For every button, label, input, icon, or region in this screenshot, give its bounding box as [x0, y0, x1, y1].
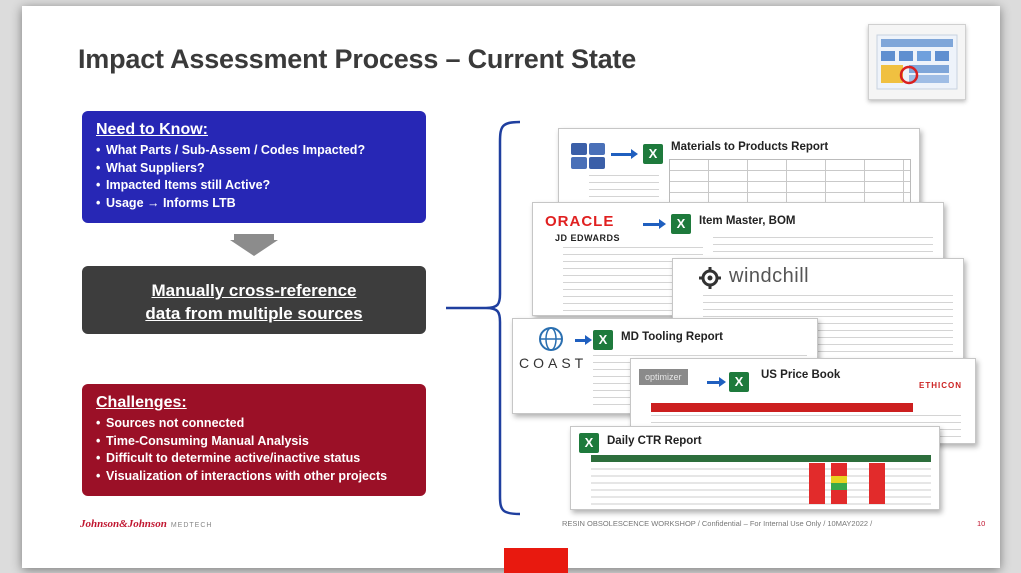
arrow-icon	[707, 377, 726, 387]
list-item: Visualization of interactions with other…	[96, 468, 412, 486]
manual-cross-reference-box: Manually cross-reference data from multi…	[82, 266, 426, 334]
list-item: Sources not connected	[96, 415, 412, 433]
daily-ctr-card: X Daily CTR Report	[570, 426, 940, 510]
item-master-title: Item Master, BOM	[699, 215, 796, 227]
page-number: 10	[977, 519, 986, 528]
optimizer-logo: optimizer	[639, 369, 688, 385]
logo-text: Johnson&Johnson	[80, 518, 167, 530]
ctr-table	[591, 455, 931, 505]
down-arrow-icon	[230, 234, 278, 256]
need-to-know-box: Need to Know: What Parts / Sub-Assem / C…	[82, 111, 426, 223]
jd-edwards-logo: JD EDWARDS	[555, 233, 621, 243]
report-table	[669, 159, 911, 209]
need-to-know-list: What Parts / Sub-Assem / Codes Impacted?…	[96, 142, 412, 212]
challenges-heading: Challenges:	[96, 394, 187, 411]
arrow-icon	[611, 149, 638, 159]
windchill-gear-icon	[699, 267, 721, 289]
excel-icon: X	[671, 214, 691, 234]
challenges-box: Challenges: Sources not connected Time-C…	[82, 384, 426, 496]
excel-icon: X	[579, 433, 599, 453]
us-price-book-title: US Price Book	[761, 369, 841, 381]
list-item: Usage → Informs LTB	[96, 195, 412, 213]
windchill-logo: windchill	[729, 265, 810, 287]
red-overlay-tab	[504, 548, 568, 573]
footer-text: RESIN OBSOLESCENCE WORKSHOP / Confidenti…	[562, 519, 873, 528]
need-to-know-heading: Need to Know:	[96, 121, 208, 138]
arrow-icon	[575, 335, 592, 345]
coast-logo: COAST	[519, 355, 588, 371]
slide-title: Impact Assessment Process – Current Stat…	[78, 44, 637, 74]
md-tooling-title: MD Tooling Report	[621, 331, 723, 343]
oracle-logo: ORACLE	[545, 213, 615, 230]
list-item: What Suppliers?	[96, 160, 412, 178]
manual-line-2: data from multiple sources	[145, 304, 363, 323]
daily-ctr-title: Daily CTR Report	[607, 435, 702, 447]
excel-icon: X	[729, 372, 749, 392]
dashboard-thumbnail-image	[868, 24, 966, 100]
excel-icon: X	[643, 144, 663, 164]
list-item: Time-Consuming Manual Analysis	[96, 433, 412, 451]
arrow-icon	[643, 219, 666, 229]
list-item: What Parts / Sub-Assem / Codes Impacted?	[96, 142, 412, 160]
materials-report-title: Materials to Products Report	[671, 141, 829, 153]
list-item: Difficult to determine active/inactive s…	[96, 450, 412, 468]
list-item: Impacted Items still Active?	[96, 177, 412, 195]
logo-sub: MEDTECH	[170, 522, 213, 529]
excel-icon: X	[593, 330, 613, 350]
database-icon	[571, 143, 605, 169]
bom-columns	[713, 237, 933, 257]
coast-globe-icon	[539, 327, 563, 351]
ethicon-logo: ETHICON	[919, 381, 962, 390]
curly-brace-icon	[446, 120, 521, 516]
manual-line-1: Manually cross-reference	[151, 281, 357, 300]
challenges-list: Sources not connected Time-Consuming Man…	[96, 415, 412, 485]
price-table-header	[651, 403, 913, 412]
slide: Impact Assessment Process – Current Stat…	[22, 6, 1000, 568]
